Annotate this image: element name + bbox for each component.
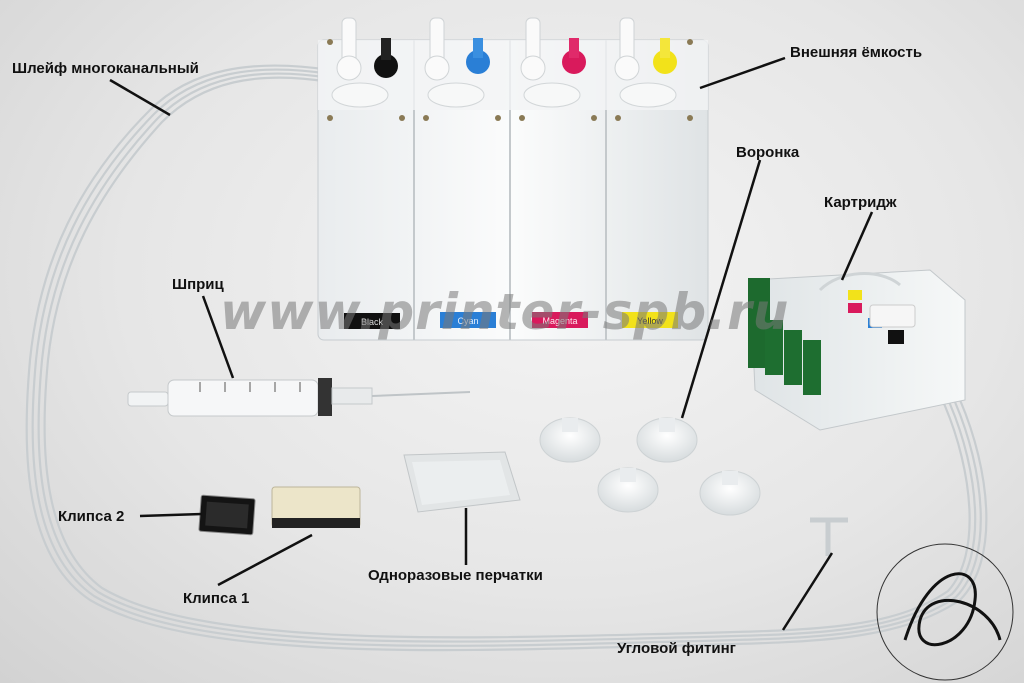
- label-clip-2: Клипса 2: [58, 508, 125, 525]
- tank-label-magenta-text: Magenta: [542, 316, 577, 326]
- label-syringe: Шприц: [172, 276, 224, 293]
- tank-label-magenta: [532, 312, 588, 328]
- tank-label-black-text: Black: [361, 317, 384, 327]
- clip-2: [198, 494, 256, 536]
- label-cartridge: Картридж: [824, 194, 897, 211]
- company-logo: [876, 543, 1014, 681]
- label-tank: Внешняя ёмкость: [790, 44, 923, 61]
- tank-label-black: [344, 313, 400, 329]
- label-fitting: Угловой фитинг: [617, 640, 736, 657]
- label-ribbon: Шлейф многоканальный: [12, 60, 199, 77]
- pointer-lines: [109, 56, 874, 631]
- tank-label-cyan-text: Cyan: [457, 316, 478, 326]
- label-funnel: Воронка: [736, 144, 800, 161]
- watermark-text: www.printer-spb.ru: [220, 283, 790, 341]
- disposable-gloves: [403, 451, 521, 513]
- funnels: [539, 417, 761, 516]
- refillable-cartridge: [748, 269, 966, 431]
- tank-plugs: [336, 17, 677, 81]
- angle-fitting: [810, 517, 848, 556]
- tank-label-yellow-text: Yellow: [637, 316, 663, 326]
- external-ink-tank: Black Cyan Magenta Yellow: [317, 17, 709, 341]
- tank-label-cyan: [440, 312, 496, 328]
- syringe: [127, 378, 471, 417]
- multichannel-tube: [25, 64, 988, 652]
- label-clip-1: Клипса 1: [183, 590, 250, 607]
- tank-label-yellow: [622, 312, 678, 328]
- clip-1: [271, 486, 361, 528]
- label-gloves: Одноразовые перчатки: [368, 567, 543, 584]
